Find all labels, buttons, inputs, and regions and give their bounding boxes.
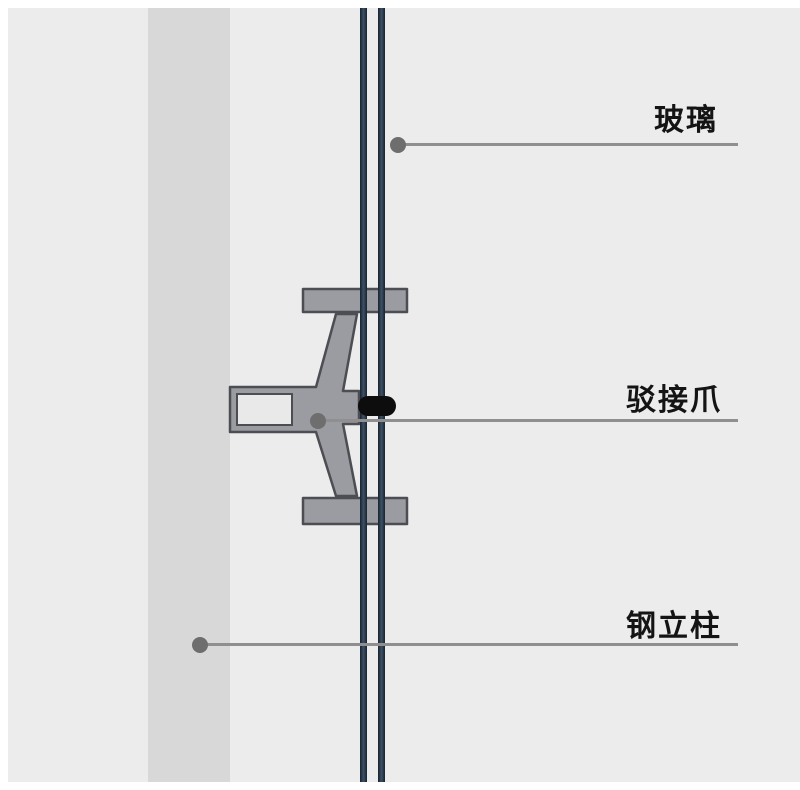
leader-line-column bbox=[200, 643, 738, 646]
leader-line-spider bbox=[318, 419, 738, 422]
leader-line-glass bbox=[398, 143, 738, 146]
diagram-canvas bbox=[8, 8, 800, 782]
callout-dot-glass bbox=[390, 137, 406, 153]
label-steel-column: 钢立柱 bbox=[626, 610, 722, 643]
fixing-bolt bbox=[358, 396, 396, 416]
glass-pane-outer bbox=[360, 8, 367, 782]
label-glass: 玻璃 bbox=[654, 104, 718, 137]
steel-column bbox=[148, 8, 230, 782]
glass-pane-inner bbox=[378, 8, 385, 782]
callout-dot-column bbox=[192, 637, 208, 653]
spider-arm-body bbox=[228, 312, 361, 498]
spider-top-clamp-plate bbox=[301, 287, 409, 314]
spider-bottom-clamp-plate bbox=[301, 496, 409, 526]
label-spider-fitting: 驳接爪 bbox=[626, 384, 722, 417]
spider-arm-slot bbox=[236, 393, 293, 426]
callout-dot-spider bbox=[310, 413, 326, 429]
